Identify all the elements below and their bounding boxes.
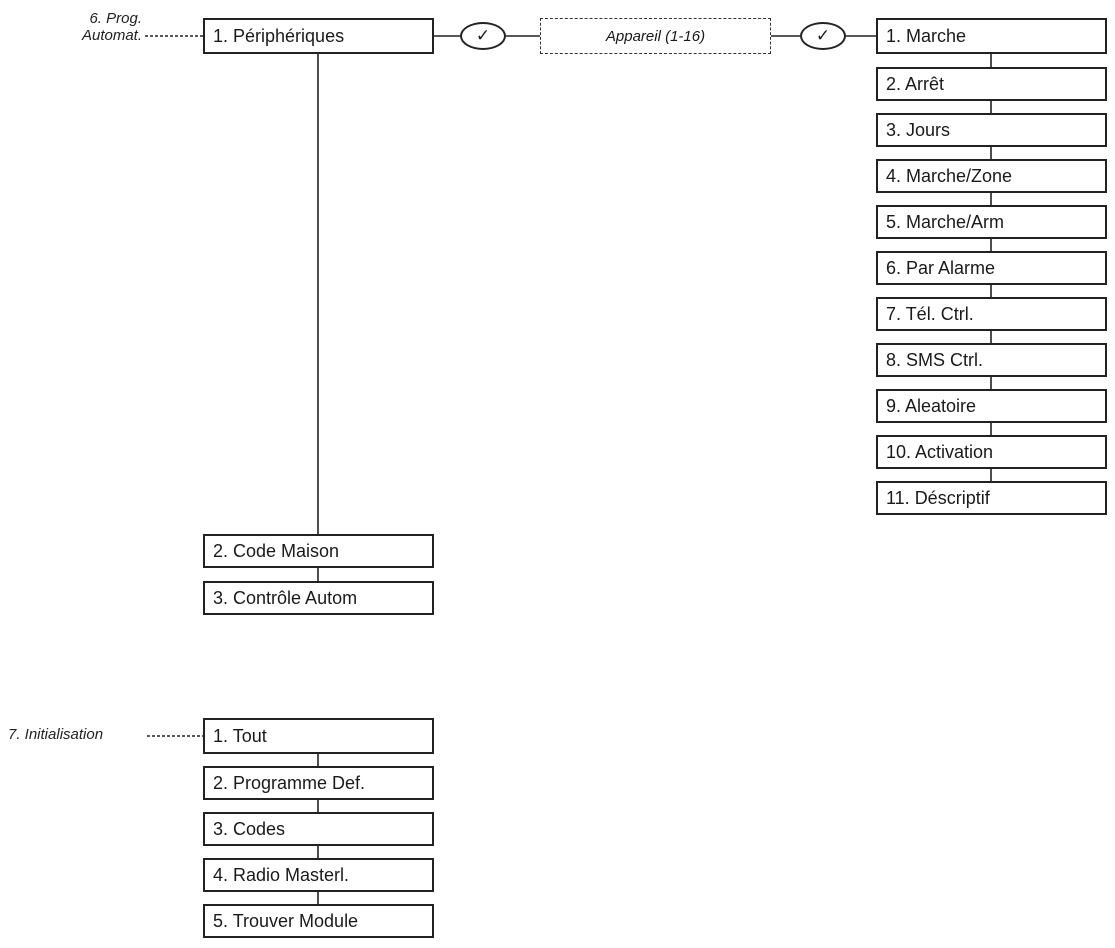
init-item-trouver-module[interactable]: 5. Trouver Module [203,904,434,938]
init-item-radio-masterl[interactable]: 4. Radio Masterl. [203,858,434,892]
sub-item-marche[interactable]: 1. Marche [876,18,1107,54]
init-item-codes[interactable]: 3. Codes [203,812,434,846]
section-6-label: 6. Prog. Automat. [82,10,142,45]
menu-item-peripheriques[interactable]: 1. Périphériques [203,18,434,54]
sub-item-aleatoire[interactable]: 9. Aleatoire [876,389,1107,423]
section-6-label-line2: Automat. [81,27,142,45]
menu-item-controle-autom[interactable]: 3. Contrôle Autom [203,581,434,615]
menu-item-code-maison[interactable]: 2. Code Maison [203,534,434,568]
check-icon-2: ✓ [800,22,846,50]
sub-item-marche-zone[interactable]: 4. Marche/Zone [876,159,1107,193]
sub-item-arret[interactable]: 2. Arrêt [876,67,1107,101]
sub-item-jours[interactable]: 3. Jours [876,113,1107,147]
init-item-programme-def[interactable]: 2. Programme Def. [203,766,434,800]
section-7-label: 7. Initialisation [8,726,104,743]
init-item-tout[interactable]: 1. Tout [203,718,434,754]
sub-item-sms-ctrl[interactable]: 8. SMS Ctrl. [876,343,1107,377]
sub-item-marche-arm[interactable]: 5. Marche/Arm [876,205,1107,239]
device-selector-box[interactable]: Appareil (1-16) [540,18,771,54]
sub-item-activation[interactable]: 10. Activation [876,435,1107,469]
check-icon-1: ✓ [460,22,506,50]
sub-item-descriptif[interactable]: 11. Déscriptif [876,481,1107,515]
sub-item-par-alarme[interactable]: 6. Par Alarme [876,251,1107,285]
section-6-label-line1: 6. Prog. [89,10,142,27]
sub-item-tel-ctrl[interactable]: 7. Tél. Ctrl. [876,297,1107,331]
